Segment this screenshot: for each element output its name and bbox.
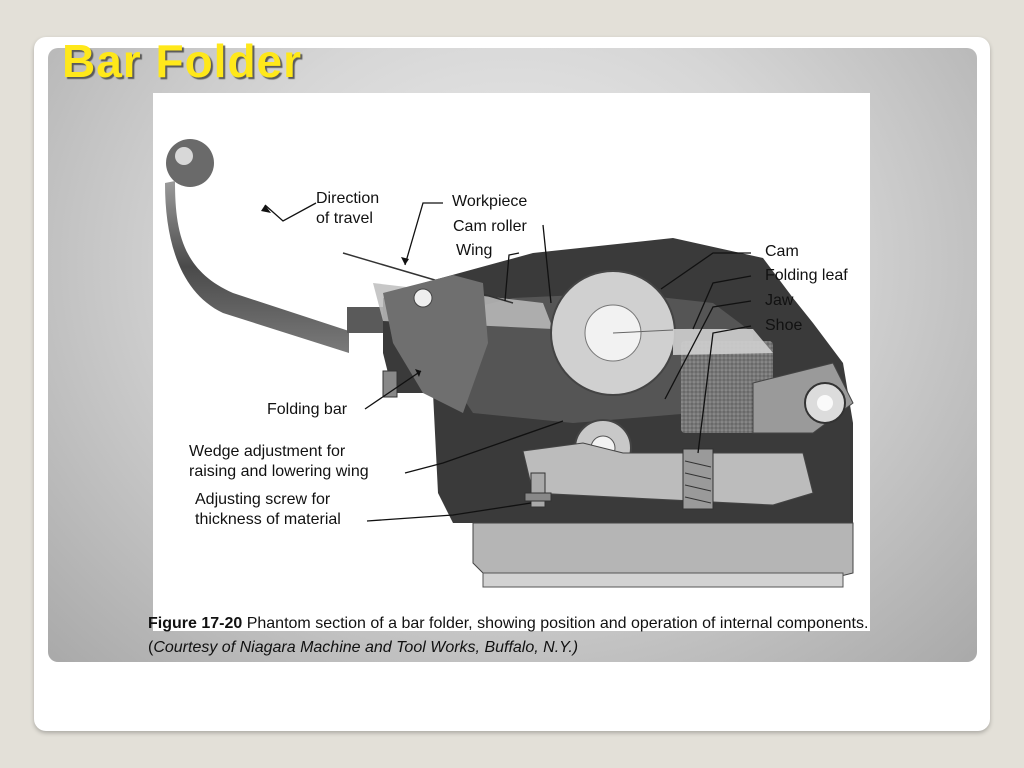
caption-figure-number: Figure 17-20 xyxy=(148,615,243,632)
label-folding-leaf: Folding leaf xyxy=(765,267,848,284)
bar-folder-illustration xyxy=(165,139,854,588)
label-direction-of-travel: Direction of travel xyxy=(316,189,379,229)
handle-arm xyxy=(165,181,349,353)
slide-title: Bar Folder xyxy=(62,35,303,87)
label-wedge-line-1: Wedge adjustment for xyxy=(189,443,346,460)
label-jaw: Jaw xyxy=(765,292,794,309)
caption-text: Phantom section of a bar folder, showing… xyxy=(148,615,869,656)
label-wing: Wing xyxy=(456,242,493,259)
label-cam-roller: Cam roller xyxy=(453,218,527,235)
bar-folder-figure: Direction of travel Workpiece Cam roller… xyxy=(153,93,870,631)
label-workpiece: Workpiece xyxy=(452,193,528,210)
label-folding-bar: Folding bar xyxy=(267,401,348,418)
label-wedge-line-2: raising and lowering wing xyxy=(189,463,369,480)
workpiece xyxy=(342,252,514,304)
callout-leaders xyxy=(264,202,752,522)
label-cam: Cam xyxy=(765,243,799,260)
label-wedge-adjustment: Wedge adjustment for raising and lowerin… xyxy=(189,442,369,482)
caption-credit: Courtesy of Niagara Machine and Tool Wor… xyxy=(153,639,579,656)
figure-caption: Figure 17-20 Phantom section of a bar fo… xyxy=(148,612,878,660)
jaw xyxy=(522,442,814,506)
label-shoe: Shoe xyxy=(765,317,803,334)
label-direction-line-1: Direction xyxy=(316,190,380,207)
label-screw-line-2: thickness of material xyxy=(195,511,341,528)
label-screw-line-1: Adjusting screw for xyxy=(195,491,331,508)
label-adjusting-screw: Adjusting screw for thickness of materia… xyxy=(195,490,341,530)
label-direction-line-2: of travel xyxy=(316,210,373,227)
handle-knob xyxy=(166,139,214,187)
